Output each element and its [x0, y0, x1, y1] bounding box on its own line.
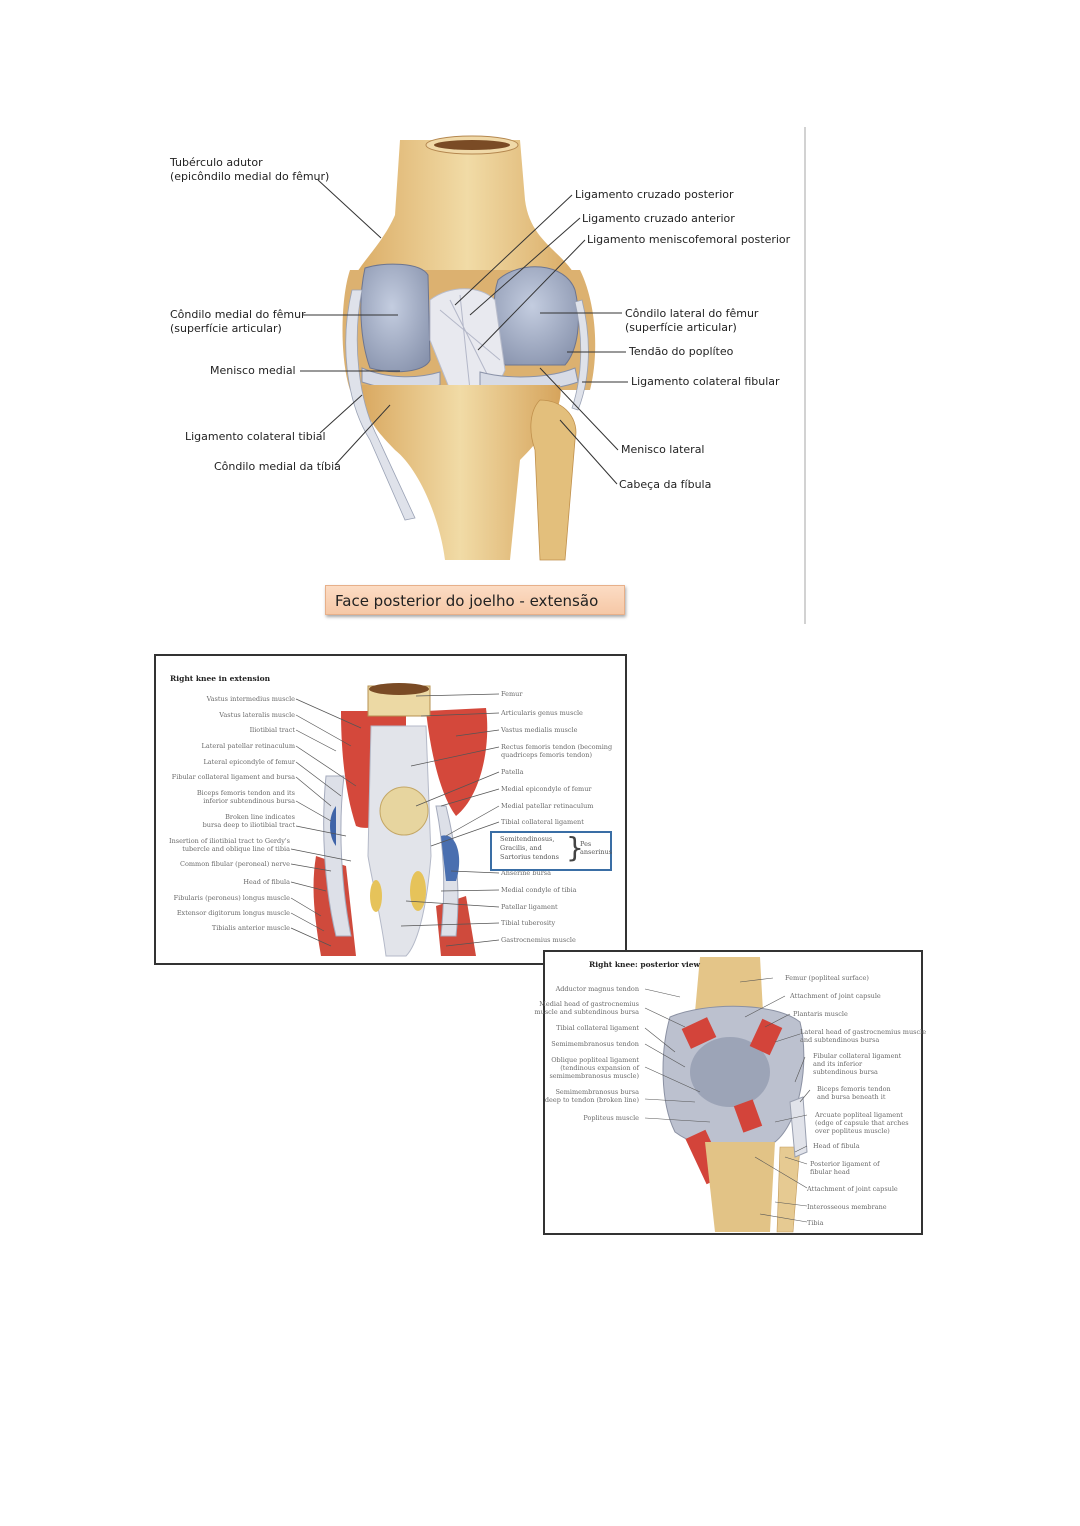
label-line: (epicôndilo medial do fêmur) — [170, 170, 330, 183]
brace-icon: } — [566, 831, 584, 864]
label-left: Biceps femoris tendon and its — [196, 789, 295, 797]
label-condilo-medial-tibia: Côndilo medial da tíbia — [214, 460, 341, 473]
pes-label: anserinus — [580, 848, 613, 856]
label-left: semimembranosus muscle) — [549, 1072, 639, 1080]
label-cabeca-fibula: Cabeça da fíbula — [619, 478, 712, 491]
label-left: Semimembranosus tendon — [551, 1040, 639, 1048]
label-tuberculo-adutor: Tubérculo adutor (epicôndilo medial do f… — [170, 156, 329, 184]
label-left: Iliotibial tract — [249, 726, 295, 734]
label-left: muscle and subtendinous bursa — [534, 1008, 639, 1016]
label-right: Plantaris muscle — [793, 1010, 848, 1018]
label-left: Vastus lateralis muscle — [219, 711, 295, 719]
label-right: Tibial collateral ligament — [501, 818, 584, 826]
label-condilo-lateral-femur: Côndilo lateral do fêmur (superfície art… — [625, 307, 758, 335]
label-left: Tibial collateral ligament — [556, 1024, 639, 1032]
label-right: Arcuate popliteal ligament — [815, 1111, 903, 1119]
label-left: Head of fibula — [243, 878, 290, 886]
label-right: Medial epicondyle of femur — [501, 785, 592, 793]
label-right: Anserine bursa — [501, 869, 552, 877]
label-right: Fibular collateral ligament — [813, 1052, 902, 1060]
figure-3-title: Right knee: posterior view — [589, 960, 700, 969]
label-left: Fibularis (peroneus) longus muscle — [173, 894, 290, 902]
label-right: subtendinous bursa — [813, 1068, 878, 1076]
label-left: Common fibular (peroneal) nerve — [179, 860, 290, 868]
label-right: Biceps femoris tendon — [817, 1085, 891, 1093]
label-left: Fibular collateral ligament and bursa — [171, 773, 295, 781]
label-right: and subtendinous bursa — [800, 1036, 880, 1044]
label-right: Vastus medialis muscle — [501, 726, 578, 734]
label-condilo-medial-femur: Côndilo medial do fêmur (superfície arti… — [170, 308, 306, 336]
label-left: Semimembranosus bursa — [555, 1088, 639, 1096]
label-left: deep to tendon (broken line) — [544, 1096, 639, 1104]
vertical-divider — [804, 127, 806, 624]
label-left: Extensor digitorum longus muscle — [176, 909, 290, 917]
pes-label: Pes — [580, 840, 592, 848]
label-line: (superfície articular) — [170, 322, 282, 335]
pes-tendon: Sartorius tendons — [500, 853, 559, 861]
label-line: Côndilo lateral do fêmur — [625, 307, 759, 320]
label-left: (tendinous expansion of — [560, 1064, 639, 1072]
label-right: Gastrocnemius muscle — [501, 936, 576, 944]
label-right: Rectus femoris tendon (becoming — [501, 743, 613, 751]
figure-caption: Face posterior do joelho - extensão — [325, 585, 625, 615]
figure-3-knee-posterior: Right knee: posterior view Adductor magn… — [534, 950, 927, 1235]
knee-anterior-illustration — [290, 683, 500, 957]
label-right: quadriceps femoris tendon) — [501, 751, 592, 759]
label-right: Posterior ligament of — [810, 1160, 880, 1168]
label-left: Popliteus muscle — [583, 1114, 639, 1122]
label-right: Femur — [501, 690, 523, 698]
pes-anserinus-box: Semitendinosus, Gracilis, and Sartorius … — [490, 831, 612, 871]
label-left: Broken line indicates — [225, 813, 295, 821]
label-menisco-lateral: Menisco lateral — [621, 443, 705, 456]
label-left: Oblique popliteal ligament — [551, 1056, 639, 1064]
knee-posterior-illustration — [300, 135, 628, 561]
label-left: bursa deep to iliotibial tract — [202, 821, 295, 829]
label-ligamento-colateral-tibial: Ligamento colateral tibial — [185, 430, 326, 443]
pes-tendon: Gracilis, and — [500, 844, 542, 852]
label-right: Tibial tuberosity — [501, 919, 556, 927]
label-right: Attachment of joint capsule — [790, 992, 881, 1000]
label-right: over popliteus muscle) — [815, 1127, 890, 1135]
label-left: Adductor magnus tendon — [555, 985, 639, 993]
label-right: Medial condyle of tibia — [501, 886, 577, 894]
label-left: Vastus intermedius muscle — [206, 695, 295, 703]
label-left: inferior subtendinous bursa — [203, 797, 295, 805]
label-right: Lateral head of gastrocnemius muscle — [800, 1028, 927, 1036]
figure-2-title: Right knee in extension — [170, 674, 271, 683]
label-ligamento-cruzado-anterior: Ligamento cruzado anterior — [582, 212, 735, 225]
label-right: Patellar ligament — [501, 903, 558, 911]
figure-2-knee-extension: Right knee in extension Vastus intermedi… — [154, 654, 627, 965]
label-right: Interosseous membrane — [807, 1203, 887, 1211]
label-right: and bursa beneath it — [817, 1093, 886, 1101]
label-right: (edge of capsule that arches — [815, 1119, 909, 1127]
label-tendao-popliteo: Tendão do poplíteo — [629, 345, 734, 358]
knee-posterior-view-illustration — [644, 957, 811, 1233]
label-right: fibular head — [810, 1168, 850, 1176]
pes-tendon: Semitendinosus, — [500, 835, 555, 843]
label-line: (superfície articular) — [625, 321, 737, 334]
label-left: Tibialis anterior muscle — [211, 924, 290, 932]
label-right: and its inferior — [813, 1060, 863, 1068]
label-ligamento-cruzado-posterior: Ligamento cruzado posterior — [575, 188, 734, 201]
label-right: Attachment of joint capsule — [807, 1185, 898, 1193]
label-right: Head of fibula — [813, 1142, 860, 1150]
label-right: Articularis genus muscle — [501, 709, 583, 717]
label-left: Medial head of gastrocnemius — [539, 1000, 639, 1008]
label-left: Lateral patellar retinaculum — [201, 742, 295, 750]
label-ligamento-colateral-fibular: Ligamento colateral fibular — [631, 375, 780, 388]
label-line: Côndilo medial do fêmur — [170, 308, 306, 321]
label-right: Femur (popliteal surface) — [785, 974, 869, 982]
label-left: Lateral epicondyle of femur — [203, 758, 295, 766]
label-right: Patella — [501, 768, 524, 776]
label-left: Insertion of iliotibial tract to Gerdy's — [169, 837, 290, 845]
label-right: Tibia — [807, 1219, 824, 1227]
label-menisco-medial: Menisco medial — [210, 364, 296, 377]
label-ligamento-meniscofemoral-posterior: Ligamento meniscofemoral posterior — [587, 233, 791, 246]
label-line: Tubérculo adutor — [170, 156, 263, 169]
label-right: Medial patellar retinaculum — [501, 802, 594, 810]
label-left: tubercle and oblique line of tibia — [182, 845, 290, 853]
